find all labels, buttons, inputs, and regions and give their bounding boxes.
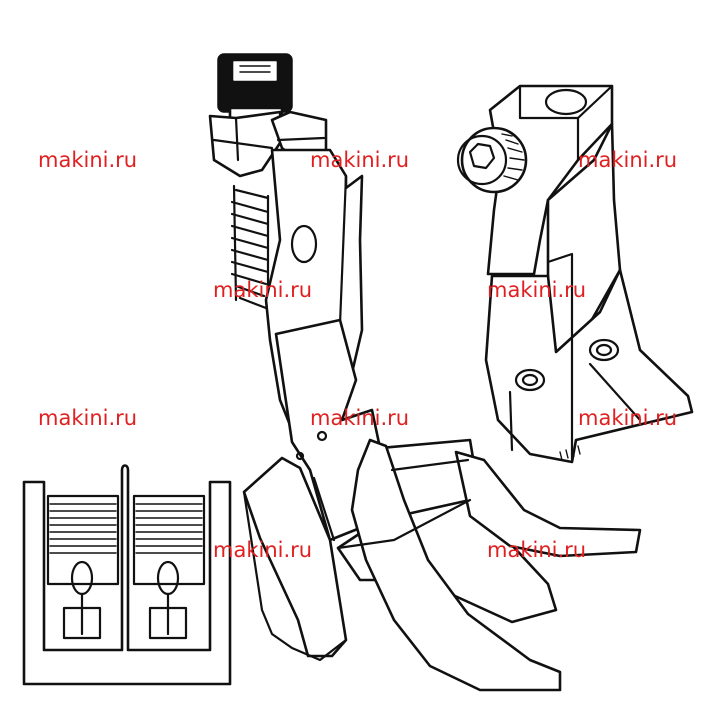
- feed-dog-plate-icon: [22, 464, 232, 686]
- watermark-text: makini.ru: [213, 278, 313, 302]
- main-presser-foot: [208, 53, 642, 692]
- watermark-text: makini.ru: [578, 148, 678, 172]
- watermark-text: makini.ru: [578, 406, 678, 430]
- right-presser-foot: [456, 84, 694, 464]
- watermark-text: makini.ru: [213, 538, 313, 562]
- watermark-text: makini.ru: [38, 148, 138, 172]
- watermark-text: makini.ru: [310, 406, 410, 430]
- watermark-text: makini.ru: [38, 406, 138, 430]
- watermark-text: makini.ru: [310, 148, 410, 172]
- watermark-text: makini.ru: [487, 278, 587, 302]
- watermark-text: makini.ru: [487, 538, 587, 562]
